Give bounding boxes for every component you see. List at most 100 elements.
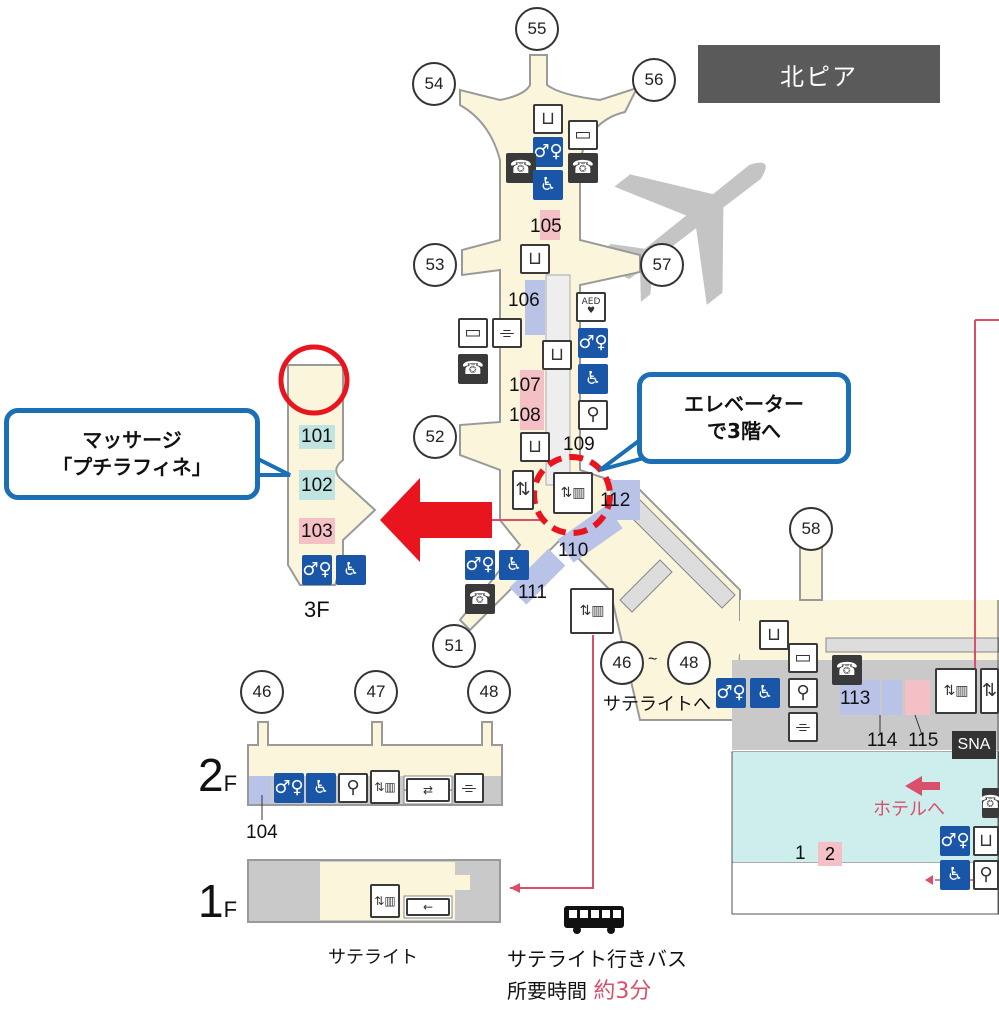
gate-48-satellite[interactable]: 48 <box>667 641 711 685</box>
shop-103[interactable]: 103 <box>301 521 333 542</box>
wheelchair-restroom-icon: ♿ <box>336 555 366 585</box>
shop-107[interactable]: 107 <box>509 375 541 396</box>
floor-1f-unit: F <box>223 897 238 922</box>
floor-2f-number: 2 <box>198 749 224 801</box>
bus-time: 所要時間 約3分 <box>507 973 651 1005</box>
gate-52[interactable]: 52 <box>413 415 457 459</box>
restroom-icon: ♂♀ <box>302 555 332 585</box>
shop-110[interactable]: 110 <box>558 540 589 561</box>
shop-109[interactable]: 109 <box>563 434 595 455</box>
gate-58[interactable]: 58 <box>789 507 833 551</box>
shop-115[interactable]: 115 <box>908 730 939 751</box>
escalator-icon: ⇅ <box>512 470 534 510</box>
gate-53[interactable]: 53 <box>413 243 457 287</box>
restroom-icon: ♂♀ <box>716 678 746 708</box>
elevator-icon[interactable]: ⇅▥ <box>370 770 400 804</box>
restroom-icon: ♂♀ <box>578 328 608 358</box>
wheelchair-restroom-icon: ♿ <box>750 678 780 708</box>
gate-47[interactable]: 47 <box>354 670 398 714</box>
pier-label-banner: 北ピア <box>698 45 940 103</box>
elevator-callout-line2: で3階へ <box>707 419 781 443</box>
shop-105[interactable]: 105 <box>530 216 562 237</box>
shop-108[interactable]: 108 <box>509 405 541 426</box>
phone-icon: ☎ <box>568 153 598 183</box>
elevator-icon[interactable]: ⇅▥ <box>553 472 593 514</box>
baby-care-icon: ⚲ <box>578 400 608 430</box>
gate-46-satellite[interactable]: 46 <box>600 641 644 685</box>
smoking-icon: ⌯ <box>492 318 522 348</box>
wheelchair-restroom-icon: ♿ <box>499 550 529 580</box>
shop-103-block <box>299 518 335 544</box>
airplane-icon <box>601 162 766 305</box>
aed-label: AED <box>581 297 601 307</box>
wheelchair-restroom-icon: ♿ <box>940 860 970 890</box>
restroom-icon: ♂♀ <box>465 550 495 580</box>
shop-114-block <box>882 680 902 715</box>
moving-walkway-icon: ⇄ <box>406 778 450 802</box>
phone-icon: ☎ <box>458 354 488 384</box>
bus-label: サテライト行きバス <box>507 947 687 971</box>
highlight-circle <box>278 344 350 416</box>
elevator-icon[interactable]: ⇅▥ <box>935 668 977 714</box>
elevator-callout[interactable]: エレベーター で3階へ <box>637 372 851 464</box>
massage-callout[interactable]: マッサージ 「プチラフィネ」 <box>4 408 260 500</box>
shop-104[interactable]: 104 <box>246 822 278 843</box>
shop-112-block <box>610 480 640 520</box>
shop-113[interactable]: 113 <box>840 688 871 709</box>
shop-104-block <box>249 776 271 804</box>
phone-icon: ☎ <box>465 584 495 614</box>
pc-icon: ▭ <box>788 643 818 673</box>
luggage-cart-icon: ⊔ <box>520 244 550 274</box>
gate-57[interactable]: 57 <box>640 243 684 287</box>
luggage-cart-icon: ⊔ <box>533 104 563 134</box>
shop-107-block <box>520 370 544 430</box>
elevator-icon[interactable]: ⇅▥ <box>570 588 614 634</box>
luggage-cart-icon: ⊔ <box>520 432 550 462</box>
shop-106[interactable]: 106 <box>508 290 540 311</box>
shop-115-block <box>905 680 930 715</box>
floor-2f-unit: F <box>223 771 238 796</box>
restroom-icon: ♂♀ <box>533 137 563 167</box>
escalator-icon: ⇅ <box>980 668 999 714</box>
shop-2: 2 <box>824 843 835 864</box>
shop-111[interactable]: 111 <box>518 582 547 603</box>
to-hotel-label: ホテルへ <box>873 799 945 820</box>
to-satellite-label: サテライトへ <box>603 694 711 715</box>
gate-51[interactable]: 51 <box>432 624 476 668</box>
phone-icon: ☎ <box>979 788 999 818</box>
gate-54[interactable]: 54 <box>412 62 456 106</box>
massage-callout-line2: 「プチラフィネ」 <box>52 455 212 479</box>
gate-48[interactable]: 48 <box>467 670 511 714</box>
pier-label: 北ピア <box>780 62 858 91</box>
moving-walkway-icon: ← <box>406 898 450 916</box>
gate-range-tilde: ~ <box>648 651 658 668</box>
bus-time-label: 所要時間 <box>507 979 587 1003</box>
shop-112[interactable]: 112 <box>600 490 631 511</box>
gate-46[interactable]: 46 <box>240 670 284 714</box>
shop-101[interactable]: 101 <box>301 426 333 447</box>
shop-101-block <box>299 425 335 449</box>
smoking-icon: ⌯ <box>788 712 818 742</box>
wheelchair-restroom-icon: ♿ <box>578 364 608 394</box>
elevator-icon[interactable]: ⇅▥ <box>370 884 400 918</box>
shop-110-block <box>557 505 623 563</box>
satellite-label: サテライト <box>328 947 418 968</box>
wheelchair-restroom-icon: ♿ <box>306 773 336 803</box>
shop-113-block <box>840 680 880 715</box>
shop-114[interactable]: 114 <box>867 730 898 751</box>
pc-icon: ▭ <box>458 318 488 348</box>
sna-label: SNA <box>957 736 991 753</box>
luggage-cart-icon: ⊔ <box>759 620 789 650</box>
gate-55[interactable]: 55 <box>515 7 559 51</box>
bus-icon <box>564 906 624 934</box>
baby-care-icon: ⚲ <box>788 678 818 708</box>
shop-102[interactable]: 102 <box>301 475 333 496</box>
shop-2-block[interactable]: 2 <box>818 842 842 866</box>
baby-care-icon: ⚲ <box>973 860 999 890</box>
shop-1[interactable]: 1 <box>795 843 806 864</box>
gate-56[interactable]: 56 <box>632 58 676 102</box>
shop-105-block <box>540 210 560 240</box>
moving-walkway-diagonal <box>619 499 736 613</box>
massage-callout-line1: マッサージ <box>82 428 182 452</box>
phone-icon: ☎ <box>832 655 862 685</box>
